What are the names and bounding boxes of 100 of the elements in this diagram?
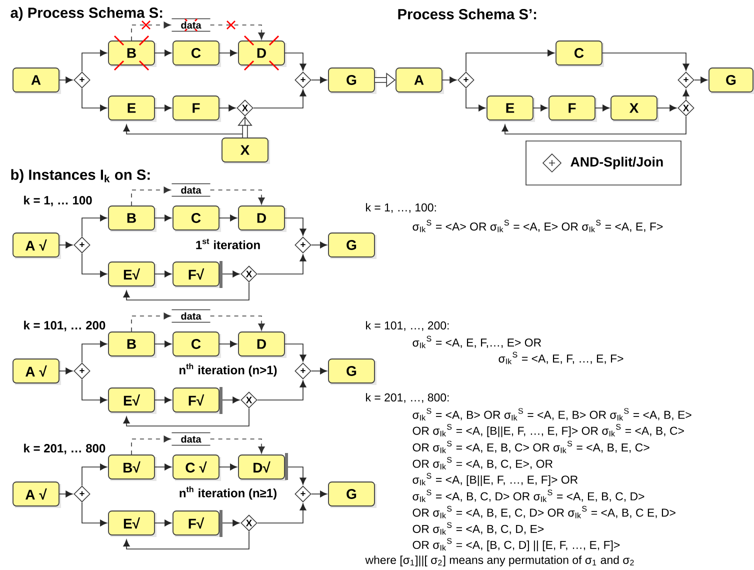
text-label: σ$_{Ik}$$^{S}$ = <A, E, F, …, E, F> xyxy=(498,352,624,364)
task-box: G xyxy=(328,68,376,94)
text-label: k = 201, … 800 xyxy=(24,444,106,454)
arrow xyxy=(154,396,172,404)
arrow xyxy=(154,214,172,222)
task-box: E√ xyxy=(108,262,156,288)
text-label: n$^{th}$ iteration (n>1) xyxy=(180,363,277,377)
data-flow-arrow xyxy=(131,186,171,206)
arrow xyxy=(123,116,246,134)
arrow xyxy=(257,503,306,524)
arrow xyxy=(154,50,172,56)
arrow xyxy=(466,50,555,72)
text-label: 1$^{st}$ iteration xyxy=(196,238,260,250)
arrow xyxy=(694,76,708,84)
task-box: D xyxy=(238,332,286,358)
task-box: F√ xyxy=(172,262,221,288)
data-object: data xyxy=(171,183,211,197)
task-box: E√ xyxy=(108,388,156,414)
arrow xyxy=(257,254,306,274)
text-label: σ$_{Ik}$$^{S}$ = <A, B, C, D> OR σ$_{Ik}$$^{S}$ = <A, E, B, C, D> xyxy=(412,490,644,502)
task-box: X xyxy=(222,138,270,164)
arrow xyxy=(442,76,457,84)
text-label: σ$_{Ik}$$^{S}$ = <A, E, F,…, E> OR xyxy=(412,336,542,348)
arrow xyxy=(219,50,238,56)
task-box: X xyxy=(610,96,659,122)
text-label: Process Schema S’: xyxy=(398,8,536,20)
data-flow-arrow xyxy=(210,316,265,331)
task-box: G xyxy=(328,232,376,259)
data-flow-arrow xyxy=(210,190,265,205)
arrow xyxy=(219,340,238,348)
task-box: A xyxy=(12,68,61,94)
task-box: B xyxy=(108,206,156,232)
arrow xyxy=(657,104,677,112)
arrow xyxy=(284,218,306,236)
task-box: E√ xyxy=(108,510,156,537)
arrow xyxy=(82,502,108,526)
task-box: F√ xyxy=(172,388,221,414)
task-box: F√ xyxy=(172,510,221,537)
task-box: C √ xyxy=(172,454,221,481)
arrow xyxy=(533,104,548,112)
text-label: k = 101, … 200 xyxy=(24,320,106,332)
arrow xyxy=(82,340,108,363)
arrow xyxy=(82,50,108,72)
arrow xyxy=(311,242,328,248)
task-box: D xyxy=(238,206,286,232)
arrow xyxy=(82,379,108,404)
arrow xyxy=(154,340,172,348)
arrow xyxy=(154,270,172,278)
task-box: D xyxy=(238,40,286,67)
text-label: σ$_{Ik}$$^{S}$ = <A, [B||E, F, …, E, F]> OR xyxy=(412,472,578,486)
task-box: A √ xyxy=(12,232,61,259)
arrow xyxy=(82,214,108,237)
text-label: where [σ$_{1}$]||[ σ$_{2}$] means any permutation of σ$_{1}$ and σ$_{2}$ xyxy=(365,556,634,566)
text-label: OR σ$_{Ik}$$^{S}$ = <A, B, E, C, D> OR σ$_{Ik}$$^{S}$ = <A, B, C E, D> xyxy=(412,506,676,518)
arrow xyxy=(123,282,250,300)
legend-box: AND-Split/Join xyxy=(526,140,682,186)
task-box: E xyxy=(486,96,535,122)
text-label: OR σ$_{Ik}$$^{S}$ = <A, B, C, D, E> xyxy=(412,522,544,535)
text-label: k = 1, …, 100: xyxy=(366,203,436,213)
arrow xyxy=(311,490,328,498)
arrow xyxy=(123,408,250,426)
arrow xyxy=(82,464,108,486)
arrow xyxy=(284,344,306,362)
task-box: G xyxy=(328,482,376,508)
data-object: data xyxy=(171,18,211,32)
data-flow-arrow xyxy=(131,312,171,332)
arrow xyxy=(154,464,172,470)
text-label: a) Process Schema S: xyxy=(10,7,162,21)
task-box: A √ xyxy=(12,482,61,508)
arrow xyxy=(219,214,238,222)
arrow xyxy=(682,89,690,100)
task-box: C xyxy=(172,332,221,358)
data-flow-arrow xyxy=(131,22,171,41)
text-label: σ$_{Ik}$$^{S}$ = <A, B> OR σ$_{Ik}$$^{S}$ = <A, E, B> OR σ$_{Ik}$$^{S}$ = <A, B, E> xyxy=(412,408,692,420)
arrow xyxy=(123,531,250,550)
text-label: OR σ$_{Ik}$$^{S}$ = <A, [B||E, F, …, E, F]> OR σ$_{Ik}$$^{S}$ = <A, B, C> xyxy=(412,424,684,438)
arrow xyxy=(466,88,486,112)
arrow xyxy=(59,368,73,374)
task-box: B xyxy=(108,40,156,67)
arrow xyxy=(502,116,686,134)
arrow xyxy=(595,104,610,112)
arrow xyxy=(219,464,238,470)
arrow xyxy=(284,52,306,71)
arrow xyxy=(602,52,690,71)
task-box: D√ xyxy=(238,454,286,481)
task-box: E xyxy=(108,96,156,122)
task-box: B√ xyxy=(108,454,156,481)
arrow xyxy=(59,242,73,248)
arrow xyxy=(257,380,306,400)
arrow xyxy=(311,368,328,374)
task-box: C xyxy=(556,40,604,67)
arrow xyxy=(154,104,172,112)
arrow xyxy=(154,520,172,526)
text-label: OR σ$_{Ik}$$^{S}$ = <A, E, B, C> OR σ$_{Ik}$$^{S}$ = <A, B, E, C> xyxy=(412,440,650,454)
arrow xyxy=(82,88,108,112)
arrow xyxy=(59,490,73,498)
task-box: A xyxy=(396,68,444,94)
task-box: G xyxy=(328,358,376,385)
task-box: C xyxy=(172,206,221,232)
arrow xyxy=(82,253,108,278)
